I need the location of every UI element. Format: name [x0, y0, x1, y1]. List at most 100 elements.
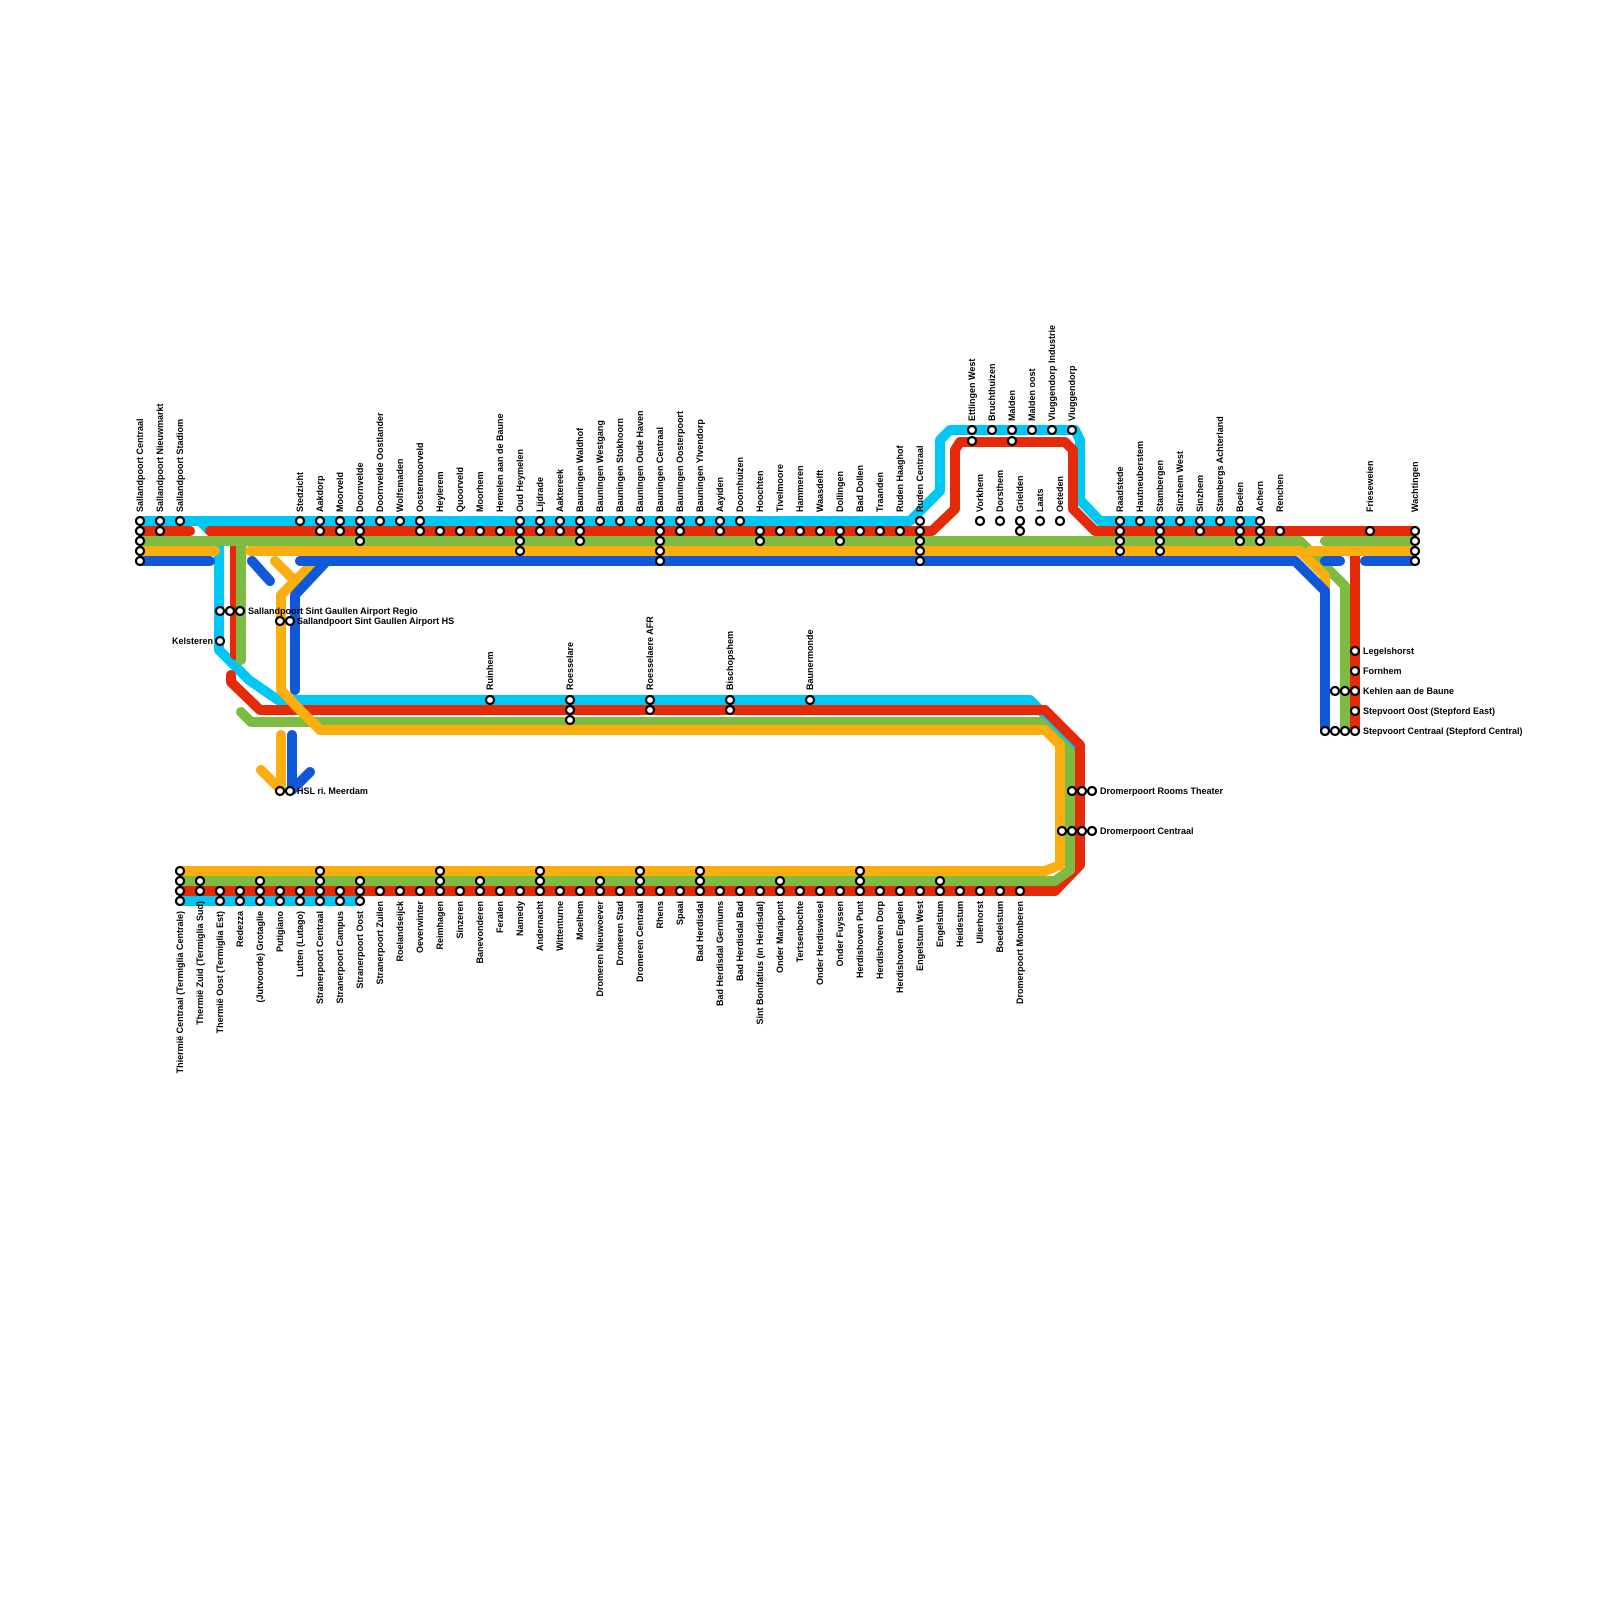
station-stop — [1068, 827, 1076, 835]
station-stop — [696, 517, 704, 525]
station-stop — [396, 517, 404, 525]
station-stop — [196, 877, 204, 885]
station-label: Bischopshem — [725, 631, 735, 690]
station-label: Aaktereek — [555, 468, 565, 512]
station-stop — [756, 887, 764, 895]
station-label: Kehlen aan de Baune — [1363, 686, 1454, 696]
station-stop — [1411, 527, 1419, 535]
station-stop — [316, 527, 324, 535]
station-stop — [1016, 527, 1024, 535]
station-stop — [556, 517, 564, 525]
station-stop — [556, 527, 564, 535]
station-stop — [1341, 727, 1349, 735]
station-stop — [1351, 727, 1359, 735]
station-label: Wachtingen — [1410, 461, 1420, 512]
station-label: Bauningen Oosterpoort — [675, 411, 685, 512]
station-stop — [656, 887, 664, 895]
station-stop — [1216, 517, 1224, 525]
station-stop — [436, 527, 444, 535]
station-stop — [916, 557, 924, 565]
station-stop — [576, 527, 584, 535]
station-label: Boedelstum — [995, 901, 1005, 953]
station-label: Bauningen Stokhoorn — [615, 418, 625, 512]
station-stop — [1176, 517, 1184, 525]
station-stop — [1116, 537, 1124, 545]
station-stop — [916, 527, 924, 535]
station-stop — [776, 887, 784, 895]
station-label: Sallandpoort Sint Gaullen Airport HS — [297, 616, 454, 626]
station-stop — [636, 517, 644, 525]
station-stop — [336, 527, 344, 535]
station-label: Engelstum West — [915, 901, 925, 971]
station-stop — [1321, 727, 1329, 735]
station-stop — [376, 517, 384, 525]
station-stop — [216, 897, 224, 905]
station-stop — [416, 887, 424, 895]
station-stop — [376, 887, 384, 895]
station-stop — [216, 607, 224, 615]
station-label: Tivelmoore — [775, 464, 785, 512]
station-label: Vluggendorp — [1067, 365, 1077, 421]
station-stop — [736, 517, 744, 525]
station-label: Rhens — [655, 901, 665, 929]
station-label: Ulierhorst — [975, 901, 985, 944]
station-label: Vorkhem — [975, 474, 985, 512]
station-stop — [796, 527, 804, 535]
station-stop — [1351, 707, 1359, 715]
station-stop — [416, 527, 424, 535]
station-stop — [1028, 426, 1036, 434]
station-stop — [226, 607, 234, 615]
station-stop — [216, 637, 224, 645]
station-label: Legelshorst — [1363, 646, 1414, 656]
station-stop — [776, 527, 784, 535]
station-label: Sallandpoort Nieuwmarkt — [155, 403, 165, 512]
station-label: Raadstede — [1115, 466, 1125, 512]
station-stop — [636, 887, 644, 895]
station-stop — [496, 527, 504, 535]
station-label: Ettlingen West — [967, 359, 977, 421]
station-label: Onder Fuyssen — [835, 901, 845, 967]
station-stop — [566, 706, 574, 714]
station-label: Spaai — [675, 901, 685, 925]
station-stop — [656, 557, 664, 565]
station-stop — [916, 547, 924, 555]
station-label: Dromerpoort Centraal — [1100, 826, 1194, 836]
station-label: Doornvelde Oostlander — [375, 412, 385, 512]
station-stop — [176, 887, 184, 895]
station-label: Achern — [1255, 481, 1265, 512]
station-stop — [596, 517, 604, 525]
station-stop — [1058, 827, 1066, 835]
station-label: Lijdrade — [535, 477, 545, 512]
station-stop — [1351, 647, 1359, 655]
station-label: Stambergs Achterland — [1215, 416, 1225, 512]
station-stop — [436, 867, 444, 875]
station-label: Baunermonde — [805, 629, 815, 690]
station-stop — [1156, 527, 1164, 535]
station-stop — [936, 887, 944, 895]
station-stop — [916, 517, 924, 525]
station-label: Waasdelft — [815, 470, 825, 512]
station-label: Heidestum — [955, 901, 965, 947]
station-stop — [1008, 426, 1016, 434]
station-label: Dromeren Nieuwoever — [595, 901, 605, 997]
station-label: Heylerem — [435, 471, 445, 512]
station-label: Bauningen Ylvendorp — [695, 419, 705, 512]
station-stop — [1331, 687, 1339, 695]
station-stop — [136, 547, 144, 555]
station-stop — [1236, 517, 1244, 525]
station-stop — [516, 537, 524, 545]
station-label: Andernacht — [535, 901, 545, 951]
station-stop — [1366, 527, 1374, 535]
station-stop — [776, 877, 784, 885]
station-stop — [576, 537, 584, 545]
station-stop — [616, 887, 624, 895]
station-label: Dromeren Centraal — [635, 901, 645, 982]
station-stop — [536, 867, 544, 875]
station-stop — [286, 787, 294, 795]
station-label: Aayiden — [715, 477, 725, 512]
station-label: Fornhem — [1363, 666, 1402, 676]
station-stop — [566, 696, 574, 704]
station-label: Stepvoort Centraal (Stepford Central) — [1363, 726, 1523, 736]
station-stop — [656, 547, 664, 555]
station-label: Bruchthuizen — [987, 364, 997, 422]
